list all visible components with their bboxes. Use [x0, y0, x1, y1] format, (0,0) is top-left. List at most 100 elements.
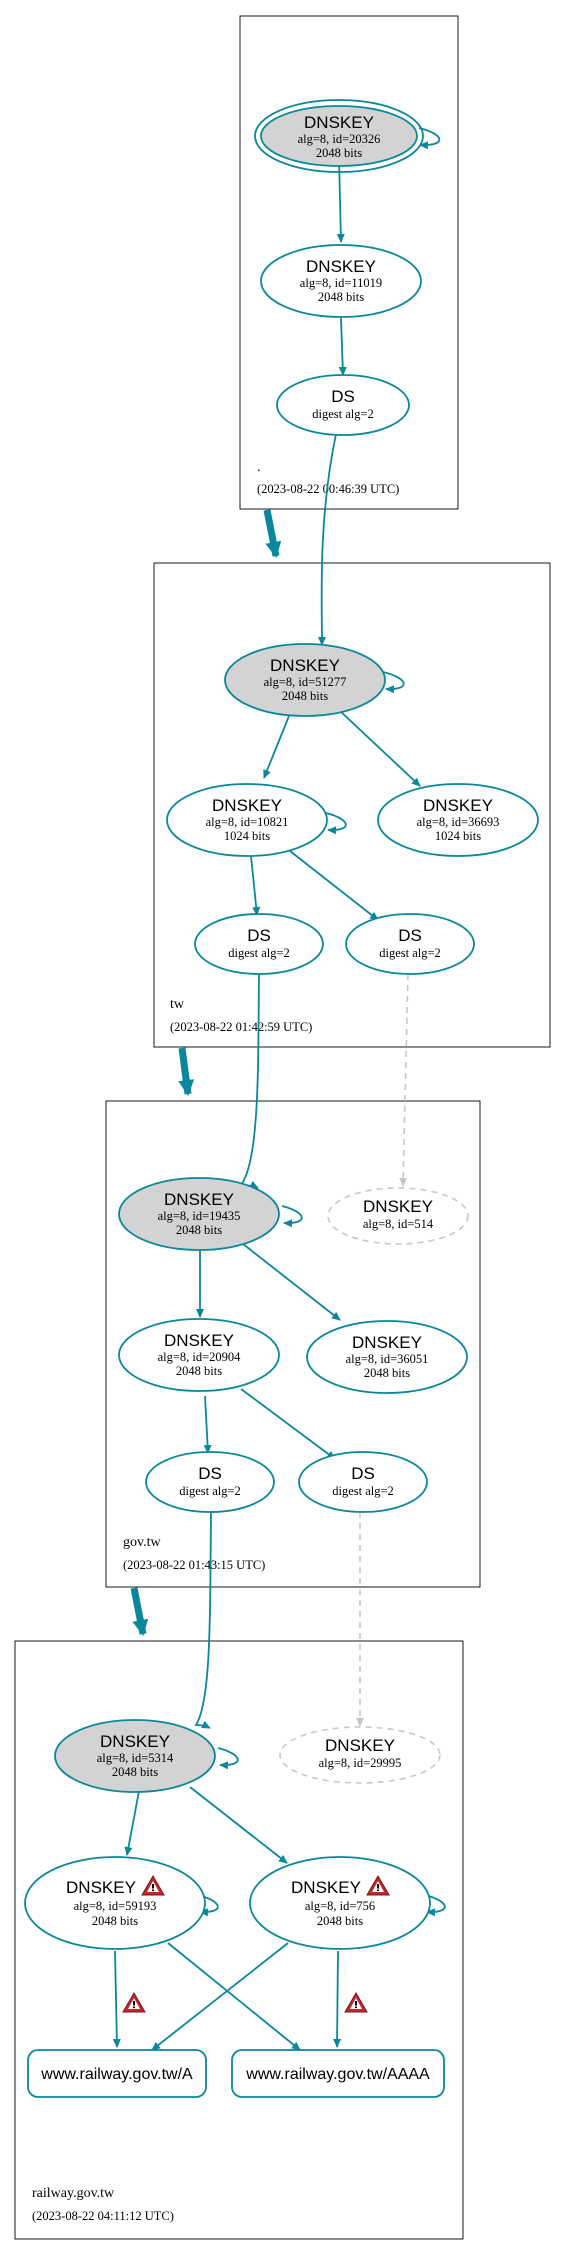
sep-key-ellipse — [118, 1177, 280, 1251]
edge-tw-ksk-zsk2 — [339, 710, 421, 787]
node-key-size: 2048 bits — [176, 1364, 222, 1378]
rrset-label: www.railway.gov.tw/A — [40, 2066, 193, 2083]
key-ellipse — [249, 1856, 431, 1950]
node-tw-zsk2[interactable]: DNSKEY alg=8, id=36693 1024 bits — [377, 783, 539, 857]
node-rrset-aaaa[interactable]: www.railway.gov.tw/AAAA — [231, 2049, 445, 2098]
node-key-size: 2048 bits — [282, 689, 328, 703]
ds-ellipse — [298, 1451, 428, 1513]
edge-tw-ds1-gov-ksk — [239, 973, 260, 1189]
delegation-arrow-root-tw — [263, 509, 282, 558]
node-title: DS — [398, 926, 422, 945]
node-gov-zsk1[interactable]: DNSKEY alg=8, id=20904 2048 bits — [118, 1318, 280, 1392]
key-ellipse — [24, 1856, 206, 1950]
delegation-arrows — [130, 509, 282, 1636]
warning-icon — [366, 1875, 390, 1896]
node-rw-ksk[interactable]: DNSKEY alg=8, id=5314 2048 bits — [54, 1719, 216, 1793]
warning-icon — [141, 1875, 165, 1896]
edge-root-zsk-ds — [338, 317, 347, 376]
node-title: DNSKEY — [164, 1331, 234, 1350]
warning-icon — [344, 1992, 368, 2013]
edge-rw-ksk-key2 — [189, 1786, 288, 1864]
key-ellipse — [166, 783, 328, 857]
edge-rw-ksk-key1 — [124, 1790, 140, 1856]
node-gov-ksk[interactable]: DNSKEY alg=8, id=19435 2048 bits — [118, 1177, 280, 1251]
rrset-box — [27, 2049, 207, 2098]
delegation-arrow-govtw-railway — [130, 1587, 149, 1636]
node-digest: digest alg=2 — [179, 1484, 241, 1498]
node-root-ksk[interactable]: DNSKEY alg=8, id=20326 2048 bits — [254, 99, 424, 173]
node-title: DNSKEY — [304, 113, 374, 132]
node-algorithm: alg=8, id=20326 — [298, 132, 381, 146]
key-ellipse — [306, 1320, 468, 1394]
node-gov-ds1[interactable]: DS digest alg=2 — [145, 1451, 275, 1513]
sep-key-ellipse — [224, 643, 386, 717]
node-gov-zsk2[interactable]: DNSKEY alg=8, id=36051 2048 bits — [306, 1320, 468, 1394]
node-digest: digest alg=2 — [379, 946, 441, 960]
node-rw-missing-key[interactable]: DNSKEY alg=8, id=29995 — [279, 1726, 441, 1784]
node-rrset-a[interactable]: www.railway.gov.tw/A — [27, 2049, 207, 2098]
node-title: DNSKEY — [325, 1736, 395, 1755]
node-title: DS — [198, 1464, 222, 1483]
node-root-zsk[interactable]: DNSKEY alg=8, id=11019 2048 bits — [260, 244, 422, 318]
node-root-ds[interactable]: DS digest alg=2 — [276, 374, 410, 436]
zone-timestamp-root: (2023-08-22 00:46:39 UTC) — [257, 482, 399, 496]
edge-gov-zsk1-ds1 — [203, 1395, 212, 1454]
zone-box-govtw — [105, 1100, 481, 1588]
edge-tw-ksk-zsk1 — [263, 715, 290, 779]
edge-tw-zsk1-ds1 — [250, 855, 261, 916]
node-title: DNSKEY — [291, 1878, 361, 1897]
node-title: DNSKEY — [352, 1333, 422, 1352]
zone-timestamp-govtw: (2023-08-22 01:43:15 UTC) — [123, 1558, 265, 1572]
node-key-size: 2048 bits — [92, 1914, 138, 1928]
node-algorithm: alg=8, id=20904 — [158, 1350, 242, 1364]
zone-box-tw — [153, 562, 551, 1048]
node-key-size: 2048 bits — [176, 1223, 222, 1237]
ds-ellipse — [276, 374, 410, 436]
node-algorithm: alg=8, id=29995 — [319, 1756, 402, 1770]
node-title: DNSKEY — [212, 796, 282, 815]
node-gov-missing-key[interactable]: DNSKEY alg=8, id=514 — [327, 1187, 469, 1245]
edge-root-ds-tw-ksk — [317, 433, 337, 646]
node-title: DS — [331, 387, 355, 406]
edge-root-ksk-zsk — [336, 157, 345, 243]
edge-self-root-ksk — [418, 127, 441, 150]
node-gov-ds2[interactable]: DS digest alg=2 — [298, 1451, 428, 1513]
node-key-size: 2048 bits — [318, 290, 364, 304]
node-digest: digest alg=2 — [228, 946, 290, 960]
zone-name-govtw: gov.tw — [123, 1535, 161, 1550]
node-title: DNSKEY — [270, 656, 340, 675]
ds-ellipse — [145, 1451, 275, 1513]
node-rw-key1[interactable]: DNSKEY alg=8, id=59193 2048 bits — [24, 1856, 206, 1950]
edge-tw-ds2-gov-missing — [399, 973, 409, 1187]
node-tw-zsk1[interactable]: DNSKEY alg=8, id=10821 1024 bits — [166, 783, 328, 857]
node-algorithm: alg=8, id=59193 — [74, 1899, 157, 1913]
ds-ellipse — [194, 913, 324, 975]
node-digest: digest alg=2 — [312, 407, 374, 421]
node-algorithm: alg=8, id=10821 — [206, 815, 289, 829]
edge-self-rw-ksk — [217, 1747, 239, 1770]
node-key-size: 2048 bits — [364, 1366, 410, 1380]
zone-name-root: . — [257, 460, 261, 475]
key-ellipse — [377, 783, 539, 857]
edge-gov-zsk1-ds2 — [240, 1388, 336, 1460]
node-title: DS — [351, 1464, 375, 1483]
node-algorithm: alg=8, id=5314 — [97, 1751, 174, 1765]
node-algorithm: alg=8, id=51277 — [264, 675, 347, 689]
node-algorithm: alg=8, id=19435 — [158, 1209, 241, 1223]
zone-name-tw: tw — [170, 997, 185, 1012]
delegation-arrow-tw-govtw — [178, 1047, 195, 1096]
rrset-box — [231, 2049, 445, 2098]
edge-gov-ds1-rw-ksk — [194, 1511, 212, 1729]
missing-key-ellipse — [279, 1726, 441, 1784]
zone-govtw: gov.tw (2023-08-22 01:43:15 UTC) — [105, 1100, 481, 1588]
sep-outer-ring — [254, 99, 424, 173]
node-tw-ds1[interactable]: DS digest alg=2 — [194, 913, 324, 975]
node-tw-ksk[interactable]: DNSKEY alg=8, id=51277 2048 bits — [224, 643, 386, 717]
edge-rw-key2-rr-aaaa — [333, 1950, 342, 2048]
node-tw-ds2[interactable]: DS digest alg=2 — [345, 913, 475, 975]
node-rw-key2[interactable]: DNSKEY alg=8, id=756 2048 bits — [249, 1856, 431, 1950]
node-title: DS — [247, 926, 271, 945]
node-digest: digest alg=2 — [332, 1484, 394, 1498]
zone-box-root — [239, 15, 459, 510]
